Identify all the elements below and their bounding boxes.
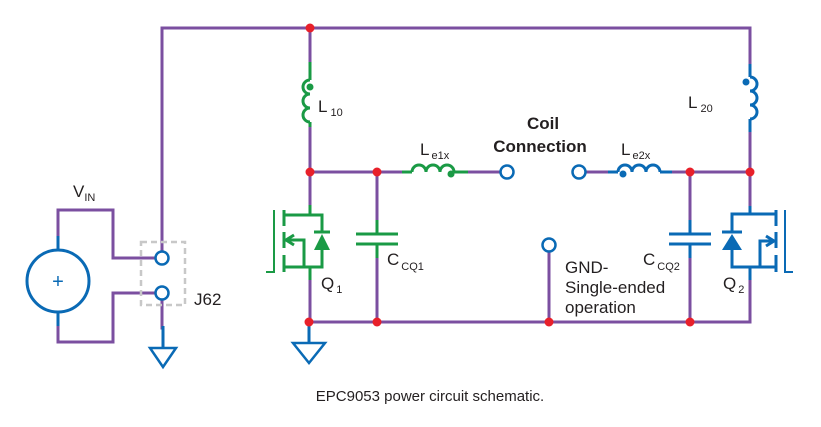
label-coil-line1: Coil [527, 114, 559, 133]
wire-source-bottom [56, 291, 157, 344]
j62-terminal-bottom[interactable] [154, 285, 170, 301]
q1-body-diode [314, 234, 330, 250]
node [544, 317, 554, 327]
gnd-terminal[interactable] [541, 237, 557, 253]
figure-caption: EPC9053 power circuit schematic. [316, 388, 544, 405]
node [304, 317, 314, 327]
j62-terminal-top[interactable] [154, 250, 170, 266]
label-gnd-line3: operation [565, 298, 636, 317]
wires [56, 26, 752, 344]
coil-terminal-right[interactable] [571, 164, 587, 180]
voltage-source [25, 236, 91, 326]
junction-nodes [304, 23, 755, 327]
connector-j62-box [139, 240, 187, 307]
inductor-le2x [608, 163, 672, 178]
inductor-le1x [402, 163, 468, 178]
label-vin: VIN [73, 182, 95, 204]
node [372, 167, 382, 177]
wire-source-top [56, 208, 157, 260]
node [305, 167, 315, 177]
label-gnd-line1: GND- [565, 258, 608, 277]
capacitor-cq1 [356, 220, 398, 258]
node [305, 23, 315, 33]
label-gnd-line2: Single-ended [565, 278, 665, 297]
node [685, 167, 695, 177]
wire-top-rail [160, 26, 752, 252]
inductor-l20 [742, 64, 759, 132]
ground-icon-main [290, 322, 328, 366]
node [745, 167, 755, 177]
label-coil-line2: Connection [493, 137, 587, 156]
coil-terminal-left[interactable] [499, 164, 515, 180]
source-plus-symbol: + [52, 271, 64, 293]
transistor-q1 [266, 205, 330, 280]
transistor-q2 [722, 206, 793, 280]
capacitor-cq2 [669, 220, 711, 258]
inductor-l10 [301, 62, 314, 127]
label-j62: J62 [194, 290, 221, 309]
node [372, 317, 382, 327]
node [685, 317, 695, 327]
ground-icon-j62 [147, 326, 179, 370]
q2-body-diode [722, 234, 742, 250]
